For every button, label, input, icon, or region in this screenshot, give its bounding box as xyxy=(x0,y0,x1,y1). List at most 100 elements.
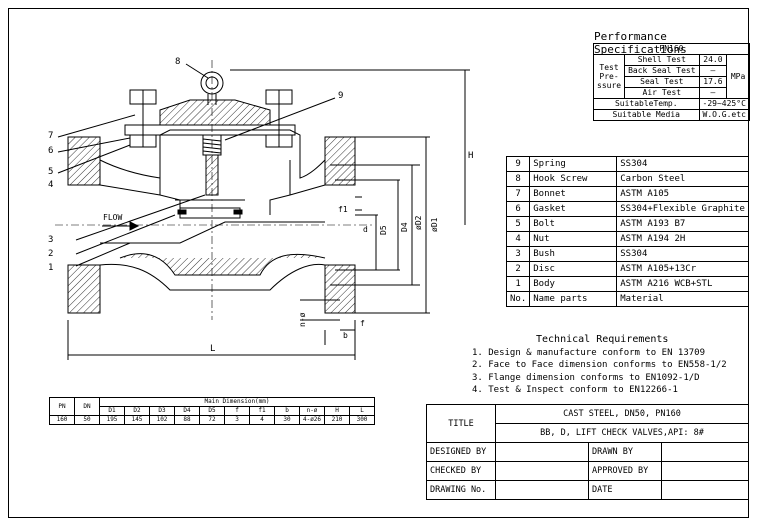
dim-header-cell: D1 xyxy=(99,406,125,416)
drawn-by-value[interactable] xyxy=(661,442,749,462)
unit-cell: MPa xyxy=(726,54,750,99)
drawing-frame xyxy=(8,8,749,518)
dim-value-cell: 72 xyxy=(199,415,225,425)
parts-name-cell: Bush xyxy=(529,246,618,262)
parts-material-cell: SS304 xyxy=(616,156,749,172)
technical-requirements: Technical Requirements 1. Design & manuf… xyxy=(472,334,727,397)
parts-name-cell: Disc xyxy=(529,261,618,277)
dim-header-cell: n-ø xyxy=(299,406,325,416)
bonnet-body xyxy=(159,99,271,126)
parts-name-cell: Body xyxy=(529,276,618,292)
dim-b: b xyxy=(343,331,348,340)
media-label: Suitable Media xyxy=(593,109,700,121)
dim-d: d xyxy=(363,225,368,234)
approved-by-value[interactable] xyxy=(661,461,749,481)
parts-no-cell: 3 xyxy=(505,246,531,262)
dim-header-cell: L xyxy=(349,406,375,416)
parts-material-cell: ASTM A216 WCB+STL xyxy=(616,276,749,292)
dim-H: H xyxy=(468,151,473,161)
dn-value: 50 xyxy=(74,415,100,425)
temp-label: SuitableTemp. xyxy=(593,98,700,110)
flow-label: FLOW xyxy=(103,213,122,222)
callout-8: 8 xyxy=(175,57,180,67)
parts-name-cell: Hook Screw xyxy=(529,171,618,187)
dim-value-cell: 3 xyxy=(224,415,250,425)
dim-header-cell: b xyxy=(274,406,300,416)
callout-4: 4 xyxy=(48,180,53,190)
title-block: TITLE CAST STEEL, DN50, PN160 BB, D, LIF… xyxy=(426,404,749,528)
dim-value-cell: 102 xyxy=(149,415,175,425)
parts-header-material: Material xyxy=(616,291,749,307)
approved-by-label: APPROVED BY xyxy=(588,461,662,481)
parts-material-cell: Carbon Steel xyxy=(616,171,749,187)
shell-test-value: 24.0 xyxy=(698,54,728,66)
dim-L: L xyxy=(210,344,215,354)
tech-item: 3. Flange dimension conforms to EN1092-1… xyxy=(472,372,700,383)
body-upper-outline xyxy=(99,129,326,179)
dim-f1: f1 xyxy=(338,205,348,214)
dim-value-cell: 210 xyxy=(324,415,350,425)
main-dimension-header: Main Dimension(mm) xyxy=(99,397,375,407)
parts-name-cell: Spring xyxy=(529,156,618,172)
parts-material-cell: ASTM A105 xyxy=(616,186,749,202)
dim-D1: øD1 xyxy=(430,217,439,232)
parts-material-cell: ASTM A194 2H xyxy=(616,231,749,247)
designed-by-value[interactable] xyxy=(495,442,589,462)
parts-material-cell: SS304 xyxy=(616,246,749,262)
designed-by-label: DESIGNED BY xyxy=(426,442,496,462)
dim-header-cell: D5 xyxy=(199,406,225,416)
pn-cell: PN160 xyxy=(593,43,750,55)
callout-labels: 1 2 3 4 5 6 7 8 9 FLOW L H d f1 b f D5 D… xyxy=(48,57,473,354)
parts-no-cell: 4 xyxy=(505,231,531,247)
tech-item: 2. Face to Face dimension conforms to EN… xyxy=(472,360,727,370)
parts-no-cell: 6 xyxy=(505,201,531,217)
callout-6: 6 xyxy=(48,146,53,156)
parts-no-cell: 1 xyxy=(505,276,531,292)
left-flange-upper xyxy=(67,136,101,186)
date-label: DATE xyxy=(588,480,662,500)
parts-material-cell: ASTM A105+13Cr xyxy=(616,261,749,277)
left-flange-lower xyxy=(67,264,101,314)
title-label: TITLE xyxy=(426,404,496,443)
callout-2: 2 xyxy=(48,249,53,259)
callout-1: 1 xyxy=(48,263,53,273)
parts-no-cell: 5 xyxy=(505,216,531,232)
date-value[interactable] xyxy=(661,480,749,500)
back-seal-value: — xyxy=(698,65,728,77)
dim-n: n-ø xyxy=(298,312,307,327)
dim-value-cell: 4 xyxy=(249,415,275,425)
dim-value-cell: 145 xyxy=(124,415,150,425)
callout-5: 5 xyxy=(48,167,53,177)
parts-no-cell: 2 xyxy=(505,261,531,277)
back-seal-label: Back Seal Test xyxy=(624,65,700,77)
checked-by-value[interactable] xyxy=(495,461,589,481)
valve-section-drawing: 1 2 3 4 5 6 7 8 9 FLOW L H d f1 b f D5 D… xyxy=(48,57,473,360)
right-flange-lower xyxy=(324,264,356,314)
dn-header: DN xyxy=(74,397,100,416)
parts-no-cell: 8 xyxy=(505,171,531,187)
title-line-1: CAST STEEL, DN50, PN160 xyxy=(495,404,749,424)
dim-D5: D5 xyxy=(379,225,388,235)
dim-value-cell: 30 xyxy=(274,415,300,425)
tech-item: 1. Design & manufacture conform to EN 13… xyxy=(472,347,705,358)
drawing-no-value[interactable] xyxy=(495,480,589,500)
dim-value-cell: 88 xyxy=(174,415,200,425)
title-line-2: BB, D, LIFT CHECK VALVES,API: 8# xyxy=(495,423,749,443)
right-flange-upper xyxy=(324,136,356,186)
dim-D2: øD2 xyxy=(414,215,423,230)
dim-header-cell: D4 xyxy=(174,406,200,416)
callout-3: 3 xyxy=(48,235,53,245)
callout-9: 9 xyxy=(338,91,343,101)
pn-header: PN xyxy=(49,397,75,416)
dim-header-cell: D3 xyxy=(149,406,175,416)
parts-header-name: Name parts xyxy=(529,291,618,307)
